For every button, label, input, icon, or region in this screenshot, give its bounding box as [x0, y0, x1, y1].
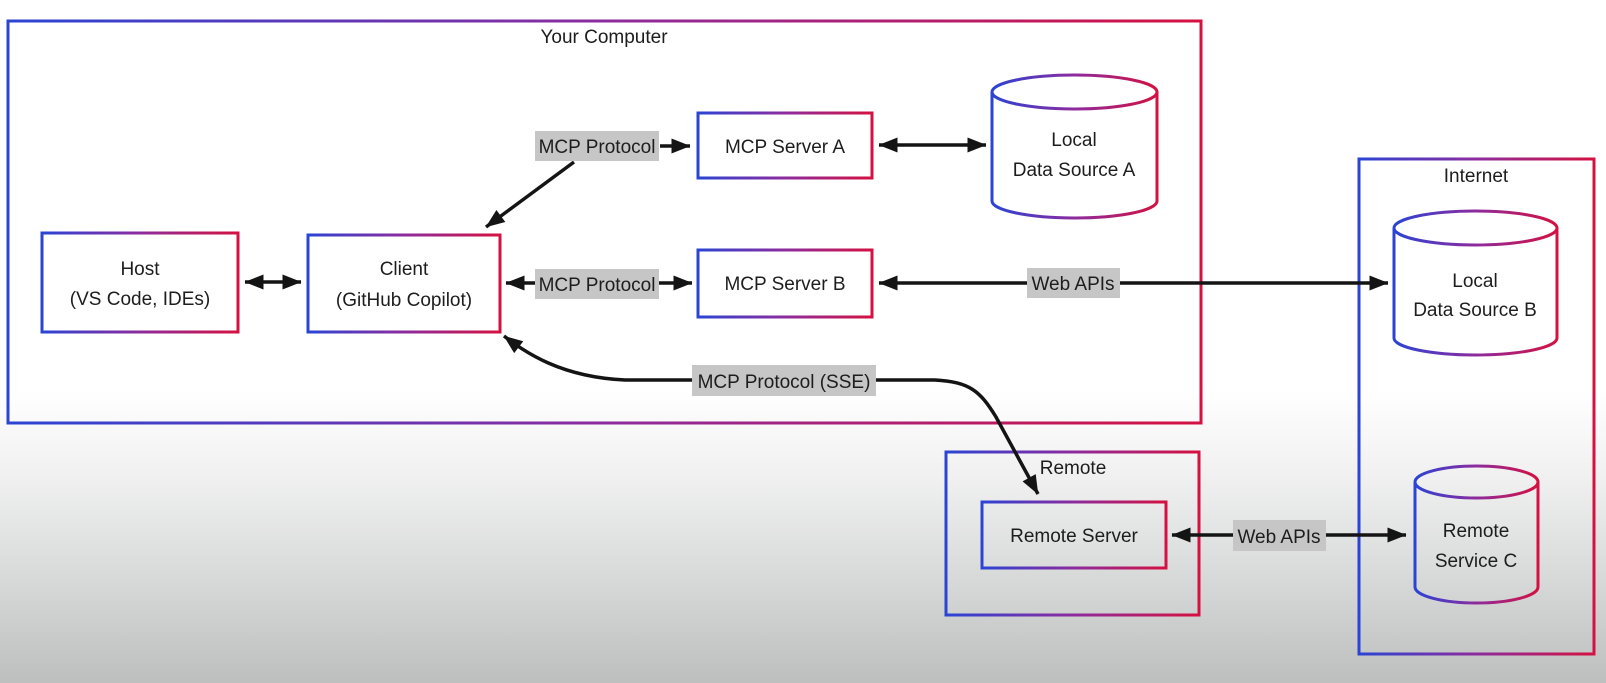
- your-computer-group-box: [6, 19, 1203, 425]
- edge-sse-client-remote-server-arrow: [502, 334, 1040, 495]
- remote-server-node-label: Remote Server: [1010, 526, 1138, 547]
- local-data-source-a-cylinder-icon: [990, 73, 1159, 220]
- edge-label-web-apis-b: Web APIs: [1027, 268, 1120, 298]
- local-data-source-b-label-line1: Local: [1452, 271, 1497, 292]
- mcp-server-b-node-box: [696, 248, 874, 319]
- client-node-label-line2: (GitHub Copilot): [336, 290, 472, 311]
- remote-service-c-label-line2: Service C: [1435, 551, 1517, 572]
- client-node-box: [306, 233, 502, 334]
- remote-server-node-box: [980, 500, 1168, 570]
- svg-text:MCP Protocol: MCP Protocol: [539, 137, 656, 158]
- remote-service-c-cylinder-icon: [1413, 464, 1540, 605]
- host-node-label-line2: (VS Code, IDEs): [70, 289, 210, 310]
- host-node-label-line1: Host: [120, 259, 160, 280]
- svg-text:Web APIs: Web APIs: [1237, 527, 1320, 548]
- client-node-label-line1: Client: [380, 259, 429, 280]
- internet-group-label: Internet: [1444, 166, 1509, 187]
- mcp-server-a-node-label: MCP Server A: [725, 137, 845, 158]
- internet-group-box: [1357, 157, 1596, 656]
- remote-group-label: Remote: [1040, 458, 1107, 479]
- svg-text:MCP Protocol (SSE): MCP Protocol (SSE): [698, 372, 871, 393]
- local-data-source-b-label-line2: Data Source B: [1413, 300, 1537, 321]
- edge-label-mcp-protocol-sse: MCP Protocol (SSE): [692, 365, 876, 396]
- remote-service-c-label-line1: Remote: [1443, 521, 1510, 542]
- your-computer-group-label: Your Computer: [540, 27, 668, 48]
- edge-mcp-protocol-to-client-arrow: [484, 160, 576, 229]
- edge-label-mcp-protocol-a: MCP Protocol: [535, 131, 659, 161]
- edge-label-mcp-protocol-b: MCP Protocol: [535, 269, 659, 299]
- mcp-server-b-node-label: MCP Server B: [724, 274, 845, 295]
- svg-text:MCP Protocol: MCP Protocol: [539, 275, 656, 296]
- local-data-source-b-cylinder-icon: [1392, 209, 1559, 357]
- host-node-box: [40, 231, 240, 334]
- mcp-server-a-node-box: [696, 111, 874, 180]
- local-data-source-a-label-line1: Local: [1051, 130, 1096, 151]
- svg-text:Web APIs: Web APIs: [1031, 274, 1114, 295]
- local-data-source-a-label-line2: Data Source A: [1013, 160, 1136, 181]
- edge-label-web-apis-c: Web APIs: [1233, 520, 1326, 551]
